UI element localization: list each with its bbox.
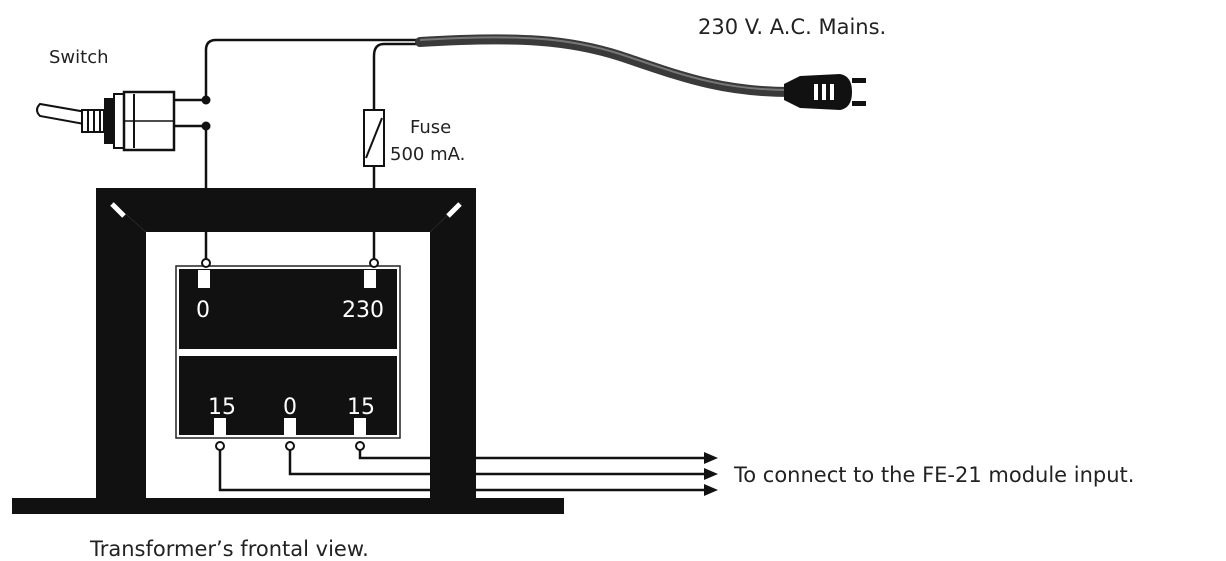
- plug-grip-2: [822, 84, 826, 100]
- secondary-wiring: [215, 441, 718, 496]
- primary-label-left: 0: [196, 298, 210, 323]
- wire-secondary-mid: [288, 450, 706, 476]
- eyelet-primary-230: [369, 258, 379, 268]
- plug-grip-3: [830, 84, 834, 100]
- coil-box: 0 230 15 0 15: [175, 265, 401, 439]
- wire-live-top: [204, 38, 420, 100]
- eyelet-secondary-mid: [285, 441, 295, 451]
- switch-lever: [36, 102, 88, 126]
- eyelet-secondary-left: [215, 441, 225, 451]
- toggle-switch: [36, 90, 176, 152]
- left-leg: [96, 188, 146, 514]
- fuse-label: Fuse: [410, 117, 451, 138]
- secondary-label-right: 15: [347, 395, 375, 420]
- right-leg: [430, 188, 476, 514]
- eyelet-primary-0: [201, 258, 211, 268]
- eyelet-secondary-right: [355, 441, 365, 451]
- base-plate: [12, 498, 564, 514]
- primary-coil: [179, 269, 397, 349]
- primary-tab-left: [198, 270, 210, 288]
- switch-nut: [104, 98, 114, 144]
- secondary-label-mid: 0: [283, 395, 297, 420]
- cable-highlight: [419, 36, 791, 91]
- secondary-label-left: 15: [208, 395, 236, 420]
- fuse: [363, 109, 385, 167]
- switch-label: Switch: [49, 47, 109, 68]
- secondary-tab-right: [354, 418, 366, 436]
- fuse-element: [365, 117, 383, 159]
- wire-neutral-top: [372, 42, 420, 110]
- secondary-tab-mid: [284, 418, 296, 436]
- arrow-right-icon: [704, 452, 718, 464]
- plug-pin-bottom: [852, 101, 866, 106]
- primary-label-right: 230: [342, 298, 384, 323]
- arrow-right-icon: [704, 484, 718, 496]
- mains-cable: [415, 34, 866, 110]
- caption: Transformer’s frontal view.: [89, 537, 369, 561]
- cable-sheath: [415, 34, 795, 97]
- wire-secondary-right: [358, 450, 706, 460]
- left-highlight: [110, 202, 126, 218]
- top-yoke: [96, 188, 476, 232]
- right-highlight: [446, 202, 462, 218]
- wire-secondary-left: [218, 450, 706, 492]
- plug-grip-1: [814, 84, 818, 100]
- primary-wiring: [174, 38, 420, 268]
- primary-tab-right: [364, 270, 376, 288]
- arrow-right-icon: [704, 468, 718, 480]
- mains-label: 230 V. A.C. Mains.: [698, 15, 886, 39]
- secondary-tab-left: [214, 418, 226, 436]
- switch-washer: [113, 93, 125, 149]
- fuse-rating-label: 500 mA.: [390, 144, 465, 165]
- output-label: To connect to the FE-21 module input.: [733, 463, 1134, 487]
- plug-pin-top: [852, 78, 866, 83]
